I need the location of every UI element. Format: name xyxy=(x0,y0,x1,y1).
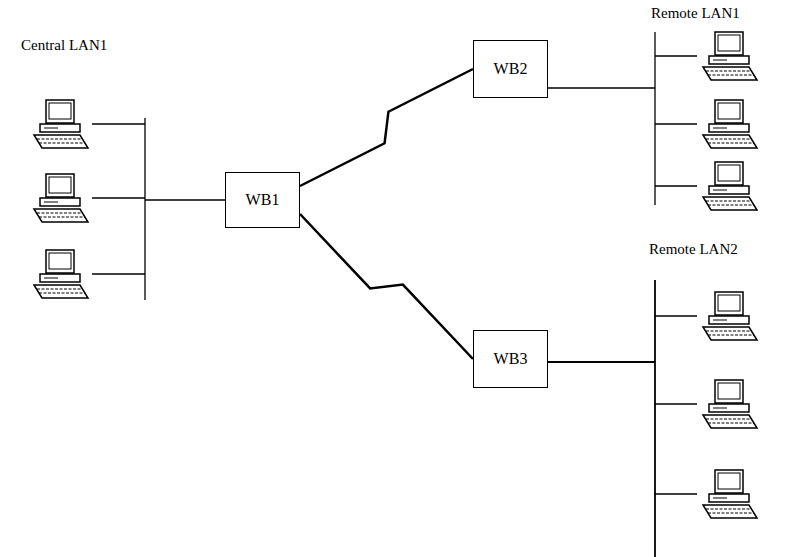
computer-icon xyxy=(703,32,757,80)
drop-line xyxy=(92,123,145,124)
computer-icon xyxy=(34,100,88,148)
bridge-label: WB2 xyxy=(494,59,528,78)
computer-icon xyxy=(703,162,757,210)
lan-wiring xyxy=(92,32,697,557)
bridge-wire xyxy=(548,361,655,363)
bridge-box: WB1 xyxy=(225,172,300,228)
computer-icon xyxy=(703,100,757,148)
computer-icon xyxy=(34,250,88,298)
drop-line xyxy=(655,403,697,404)
computers xyxy=(34,32,757,518)
bridge-box: WB2 xyxy=(473,40,548,98)
drop-line xyxy=(655,123,697,124)
bridge-wire xyxy=(145,199,225,200)
bus-line xyxy=(144,118,145,300)
computer-icon xyxy=(703,470,757,518)
bridge-wire xyxy=(548,87,655,88)
wan-link xyxy=(300,214,473,359)
drop-line xyxy=(92,197,145,198)
drop-line xyxy=(92,273,145,274)
bus-line xyxy=(654,280,656,557)
bridge-label: WB1 xyxy=(246,190,280,209)
drop-line xyxy=(655,315,697,316)
drop-line xyxy=(655,493,697,494)
bus-line xyxy=(654,32,655,205)
bridge-box: WB3 xyxy=(473,330,548,388)
drop-line xyxy=(655,55,697,56)
wan-link xyxy=(300,69,473,186)
lan-name: Remote LAN1 xyxy=(650,4,741,22)
computer-icon xyxy=(703,380,757,428)
lan-name: Remote LAN2 xyxy=(648,240,739,258)
drop-line xyxy=(655,185,697,186)
lan-name: Central LAN1 xyxy=(20,36,108,54)
computer-icon xyxy=(703,292,757,340)
computer-icon xyxy=(34,174,88,222)
bridge-label: WB3 xyxy=(494,349,528,368)
